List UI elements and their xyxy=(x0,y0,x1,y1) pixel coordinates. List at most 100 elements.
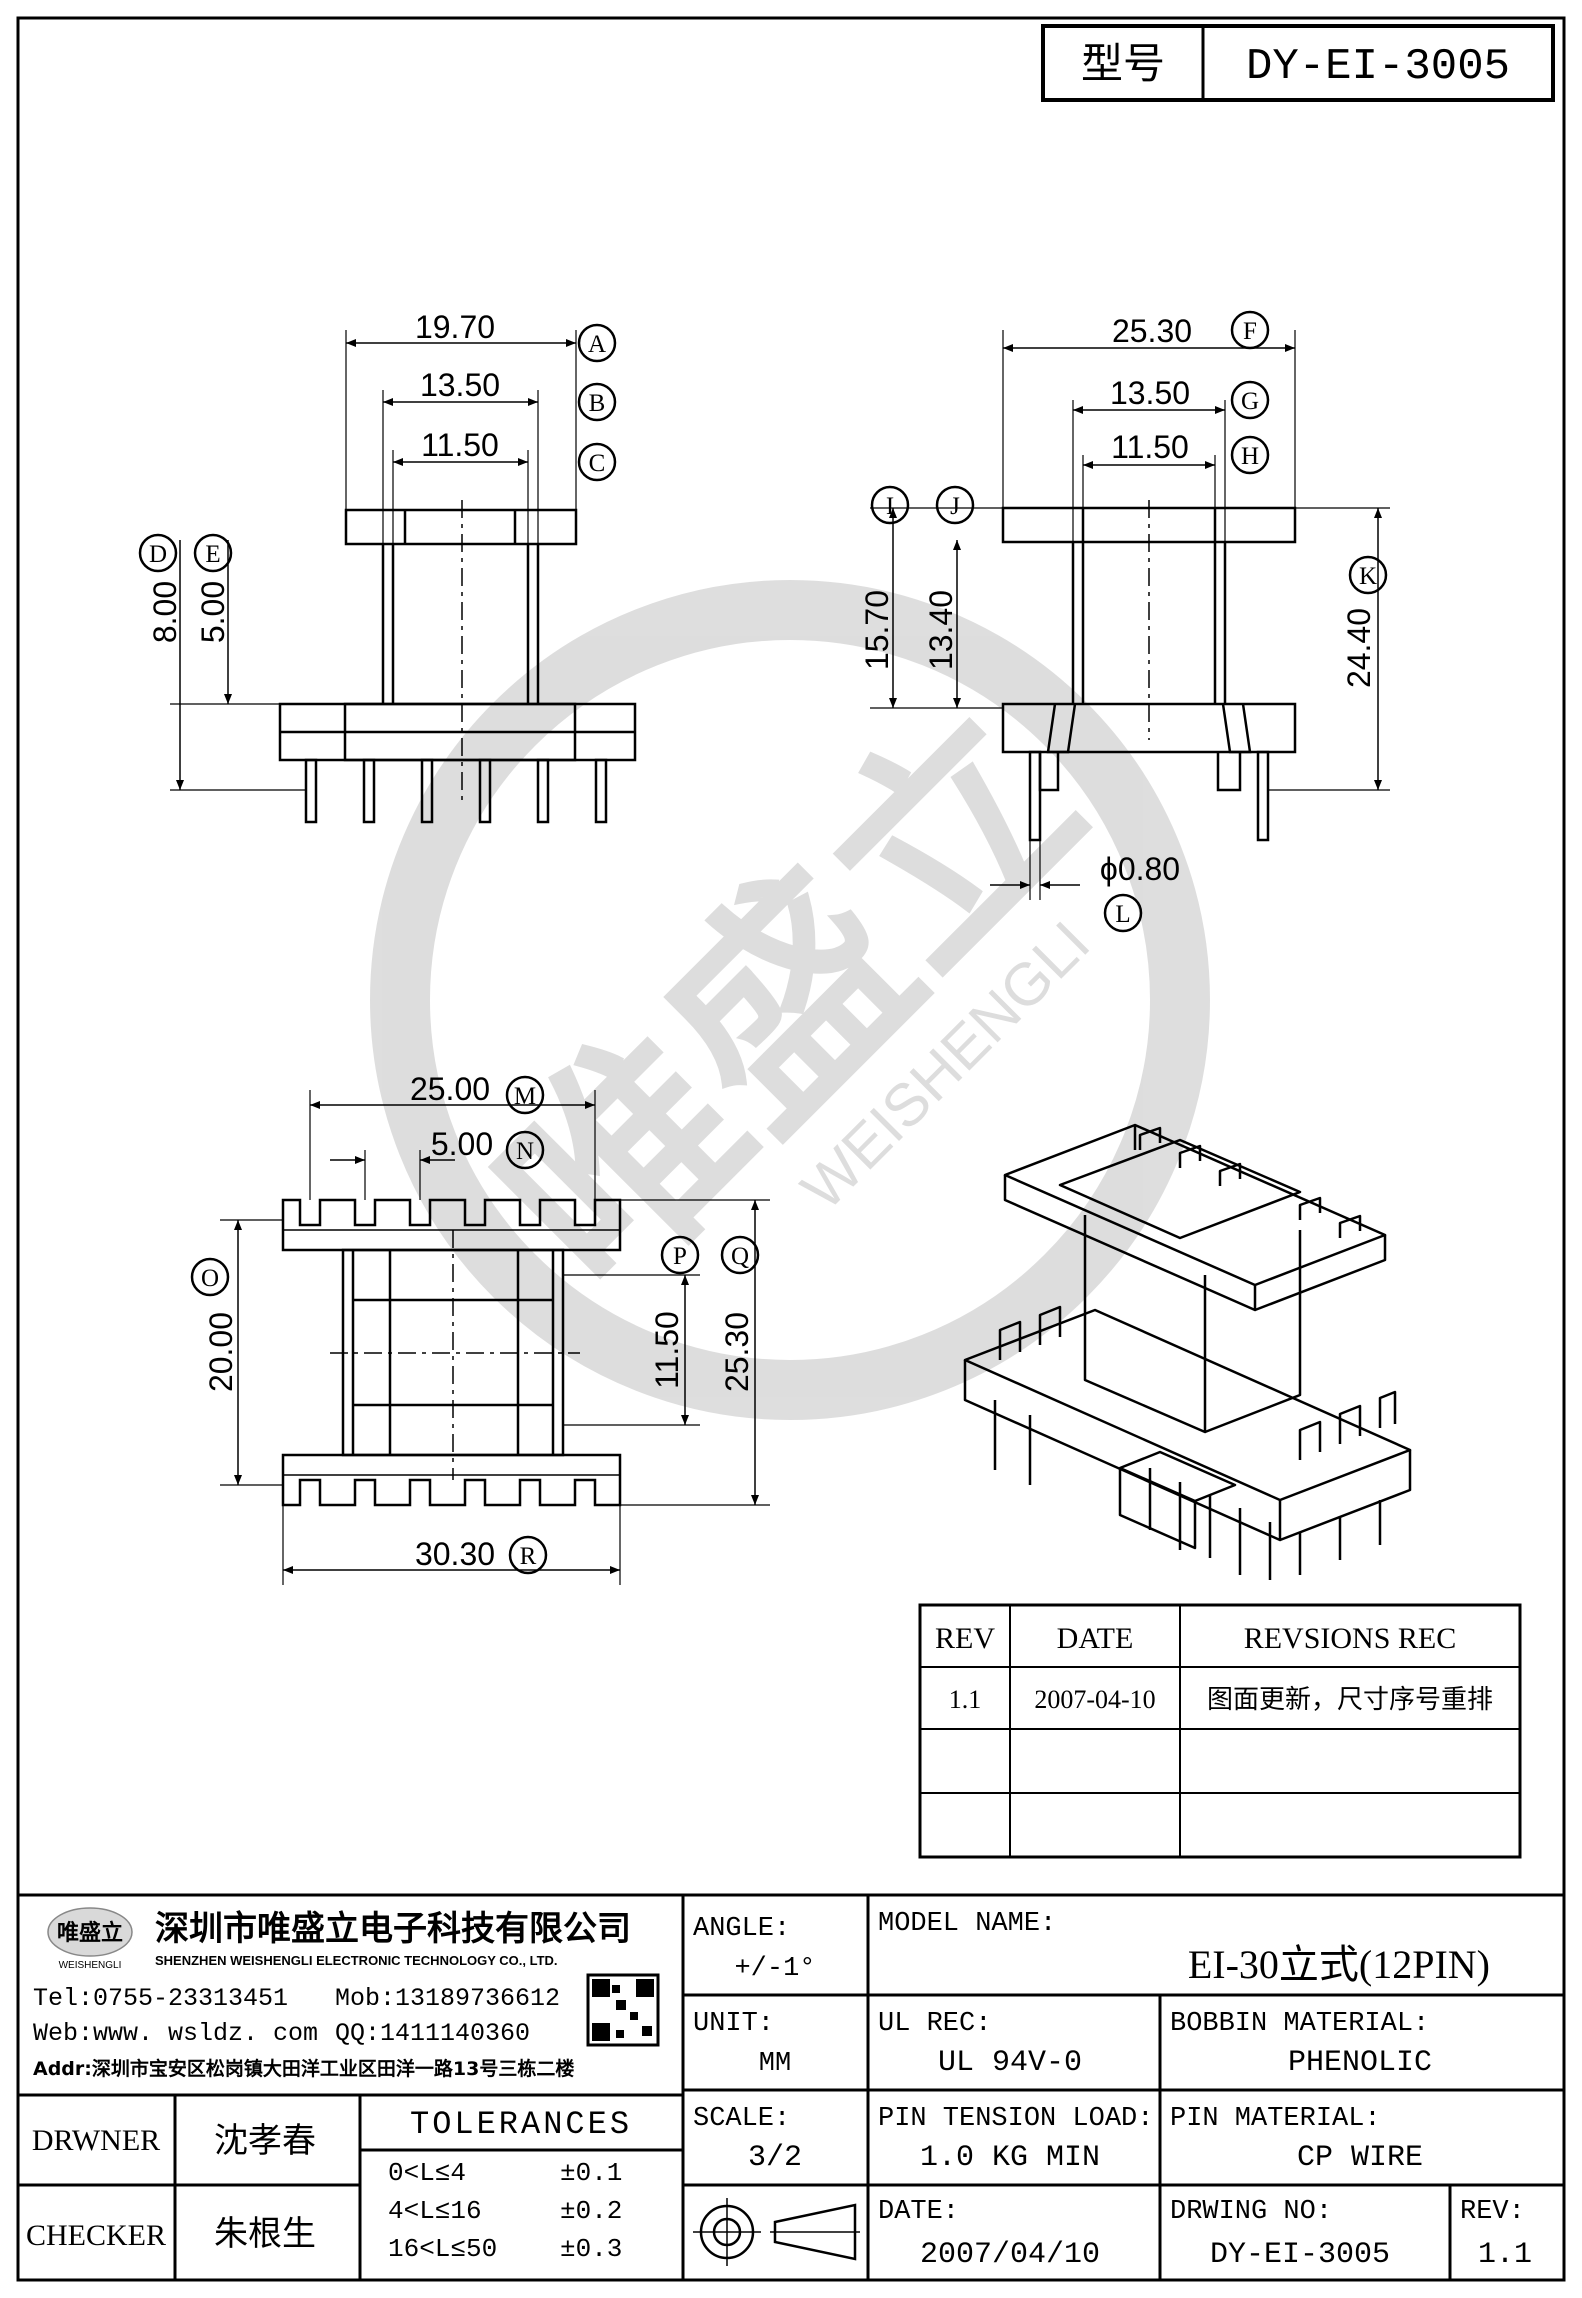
front-view xyxy=(170,330,637,824)
svg-text:D: D xyxy=(149,541,167,568)
company-addr: Addr:深圳市宝安区松岗镇大田洋工业区田洋一路13号三栋二楼 xyxy=(33,2057,574,2080)
tolerance-range-2: 4<L≤16 xyxy=(388,2196,482,2226)
bobbin-value: PHENOLIC xyxy=(1288,2046,1432,2080)
dim-letter-a: A xyxy=(577,323,617,363)
rev-row-rec: 图面更新，尺寸序号重排 xyxy=(1207,1685,1493,1715)
svg-text:M: M xyxy=(514,1083,536,1110)
drawer-label: DRWNER xyxy=(32,2124,160,2157)
svg-text:N: N xyxy=(516,1138,534,1165)
logo-text: 唯盛立 xyxy=(57,1920,123,1946)
isometric-view xyxy=(963,1123,1412,1580)
dim-letter-p: P xyxy=(660,1235,700,1275)
rev-row-date: 2007-04-10 xyxy=(1034,1685,1155,1714)
unit-label: UNIT: xyxy=(693,2009,774,2039)
revision-table xyxy=(918,1603,1522,1859)
rev-label: REV: xyxy=(1460,2197,1525,2227)
side-view xyxy=(870,330,1390,900)
tolerance-value-3: ±0.3 xyxy=(560,2234,622,2264)
svg-text:P: P xyxy=(673,1243,687,1270)
svg-text:J: J xyxy=(950,493,960,520)
svg-text:R: R xyxy=(520,1543,537,1570)
dim-q-text: 25.30 xyxy=(719,1312,755,1392)
dim-e-text: 5.00 xyxy=(195,581,231,643)
unit-value: MM xyxy=(759,2049,791,2079)
svg-text:K: K xyxy=(1359,563,1377,590)
angle-label: ANGLE: xyxy=(693,1914,790,1944)
svg-text:C: C xyxy=(589,450,606,477)
dim-letter-l: L xyxy=(1103,893,1143,933)
pin-material-value: CP WIRE xyxy=(1297,2141,1423,2175)
dim-m-text: 25.00 xyxy=(410,1071,490,1107)
date-value: 2007/04/10 xyxy=(920,2238,1100,2272)
dim-g-text: 13.50 xyxy=(1110,375,1190,411)
dim-letter-k: K xyxy=(1348,555,1388,595)
scale-label: SCALE: xyxy=(693,2104,790,2134)
model-name-value: EI-30立式(12PIN) xyxy=(1188,1942,1490,1987)
model-name-label: MODEL NAME: xyxy=(878,1909,1056,1939)
projection-symbol-icon xyxy=(693,2198,860,2266)
dim-letter-d: D xyxy=(138,533,178,573)
scale-value: 3/2 xyxy=(748,2141,802,2175)
checker-label: CHECKER xyxy=(26,2219,166,2252)
svg-text:A: A xyxy=(588,331,606,358)
svg-text:O: O xyxy=(201,1265,219,1292)
dim-letter-r: R xyxy=(508,1535,548,1575)
angle-value: +/-1° xyxy=(734,1954,815,1984)
front-pins xyxy=(304,758,608,824)
svg-text:E: E xyxy=(205,541,220,568)
dim-o-text: 20.00 xyxy=(203,1312,239,1392)
svg-text:B: B xyxy=(589,390,606,417)
company-web: Web:www. wsldz. com xyxy=(33,2019,318,2048)
rev-header-date: DATE xyxy=(1057,1622,1134,1655)
dim-p-text: 11.50 xyxy=(649,1311,685,1389)
rev-row-rev: 1.1 xyxy=(949,1685,982,1714)
qr-code-icon xyxy=(586,1973,660,2047)
svg-text:F: F xyxy=(1243,318,1257,345)
dim-r-text: 30.30 xyxy=(415,1536,495,1572)
company-name-en: SHENZHEN WEISHENGLI ELECTRONIC TECHNOLOG… xyxy=(155,1953,558,1968)
dim-a-text: 19.70 xyxy=(415,309,495,345)
sheet-border xyxy=(16,16,1566,2282)
checker-value: 朱根生 xyxy=(214,2214,316,2254)
dim-h-text: 11.50 xyxy=(1111,429,1189,465)
ul-value: UL 94V-0 xyxy=(938,2046,1082,2080)
model-label: 型号 xyxy=(1081,39,1165,88)
dim-i-text: 15.70 xyxy=(859,590,895,670)
drawer-value: 沈孝春 xyxy=(214,2121,316,2161)
dim-n-text: 5.00 xyxy=(431,1126,493,1162)
svg-text:Q: Q xyxy=(731,1243,749,1270)
dim-d-text: 8.00 xyxy=(147,581,183,643)
company-logo: 唯盛立 WEISHENGLI xyxy=(47,1907,133,1971)
tolerance-range-3: 16<L≤50 xyxy=(388,2234,497,2264)
company-name-cn: 深圳市唯盛立电子科技有限公司 xyxy=(155,1909,631,1949)
logo-sub: WEISHENGLI xyxy=(59,1960,122,1971)
drawing-no-value: DY-EI-3005 xyxy=(1210,2238,1390,2272)
dim-letter-n: N xyxy=(505,1130,545,1170)
dim-l-text: ϕ0.80 xyxy=(1100,851,1180,887)
company-qq: QQ:1411140360 xyxy=(335,2019,530,2048)
drawing-no-label: DRWING NO: xyxy=(1170,2197,1332,2227)
dim-letter-m: M xyxy=(505,1075,545,1115)
dim-letter-f: F xyxy=(1230,310,1270,350)
tolerances-title: TOLERANCES xyxy=(410,2106,632,2143)
date-label: DATE: xyxy=(878,2197,959,2227)
svg-text:I: I xyxy=(886,493,894,520)
model-value: DY-EI-3005 xyxy=(1246,42,1510,92)
dim-b-text: 13.50 xyxy=(420,367,500,403)
pin-material-label: PIN MATERIAL: xyxy=(1170,2104,1381,2134)
dim-letter-i: I xyxy=(870,485,910,525)
dim-letter-g: G xyxy=(1230,380,1270,420)
dim-letter-j: J xyxy=(935,485,975,525)
ul-label: UL REC: xyxy=(878,2009,991,2039)
pin-tension-label: PIN TENSION LOAD: xyxy=(878,2104,1153,2134)
tolerance-range-1: 0<L≤4 xyxy=(388,2158,466,2188)
company-mob: Mob:13189736612 xyxy=(335,1984,560,2013)
dim-letter-b: B xyxy=(577,382,617,422)
company-tel: Tel:0755-23313451 xyxy=(33,1984,288,2013)
title-box: 型号 DY-EI-3005 xyxy=(1041,24,1555,102)
top-view xyxy=(220,1090,770,1585)
rev-header-rec: REVSIONS REC xyxy=(1244,1622,1457,1655)
tolerance-value-2: ±0.2 xyxy=(560,2196,622,2226)
